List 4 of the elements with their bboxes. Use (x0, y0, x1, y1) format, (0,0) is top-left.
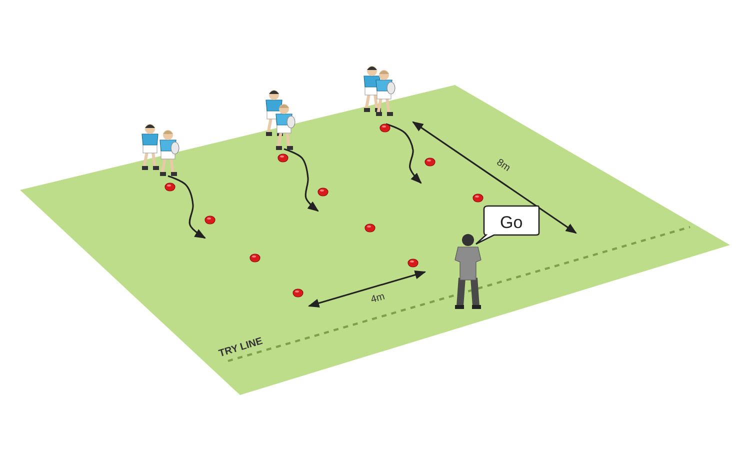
dimension-label: 8m (494, 158, 512, 174)
try-line-label: TRY LINE (218, 336, 264, 360)
dimension-label: 4m (370, 292, 386, 306)
speech-bubble: Go (474, 205, 540, 245)
